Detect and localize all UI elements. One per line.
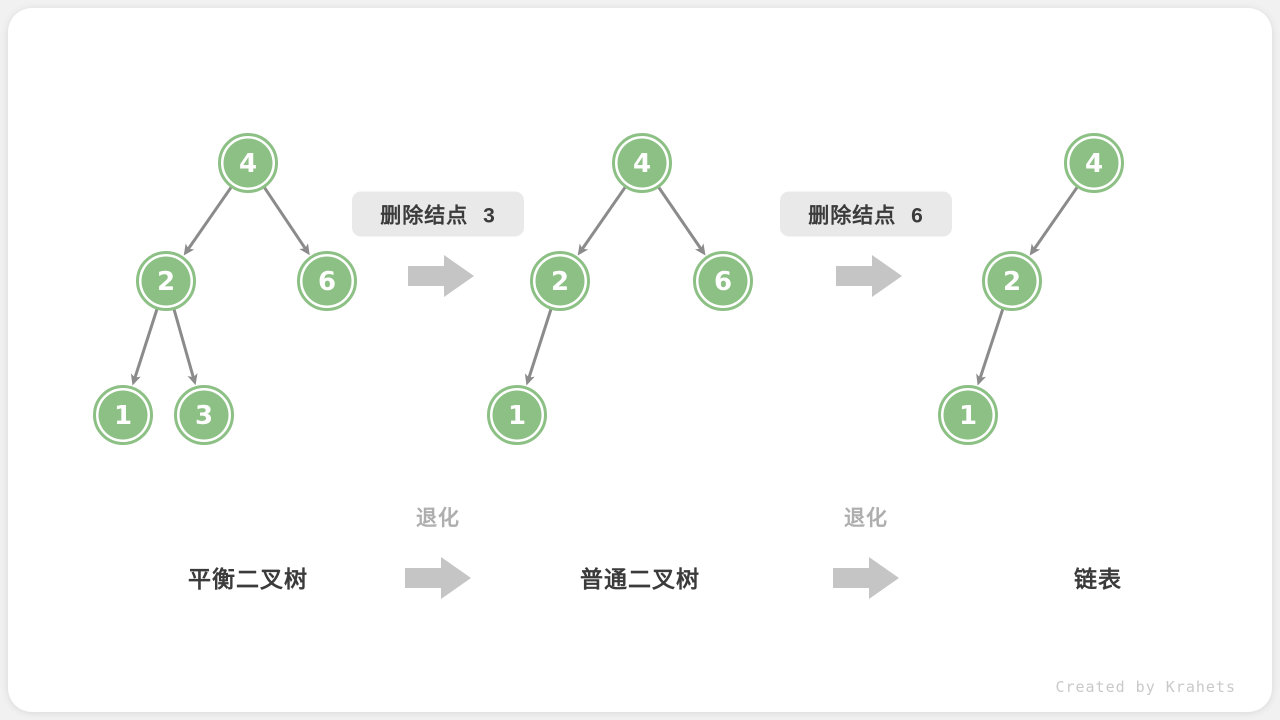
tree-edge-line xyxy=(581,185,627,250)
stage-label-balanced-binary-tree: 平衡二叉树 xyxy=(188,566,308,592)
stage-label-linked-list: 链表 xyxy=(1074,566,1122,592)
tree-node-fill xyxy=(141,256,191,306)
tree-edge-arrowhead xyxy=(524,373,535,386)
tree-node-fill xyxy=(492,390,542,440)
tree-node-value: 4 xyxy=(633,149,651,179)
tree-edge-arrowhead xyxy=(187,373,198,386)
tree-node-value: 3 xyxy=(195,401,213,431)
tree-edge-line xyxy=(133,308,159,379)
tree-node-value: 1 xyxy=(959,401,977,431)
tree-node-fill xyxy=(1069,138,1119,188)
diagram-card xyxy=(8,8,1272,712)
tree-edge-arrowhead xyxy=(130,373,141,386)
tree-edge-arrowhead xyxy=(577,243,589,256)
tree-node-value: 6 xyxy=(318,267,336,297)
tree-node-value: 2 xyxy=(1003,267,1021,297)
block-arrow xyxy=(833,557,899,599)
tree-node-value: 4 xyxy=(1085,149,1103,179)
tree-node-value: 1 xyxy=(114,401,132,431)
tree-node-value: 2 xyxy=(551,267,569,297)
tree-edge-line xyxy=(1033,185,1079,250)
watermark-credit: Created by Krahets xyxy=(1055,678,1236,696)
transition-label-delete-node-3: 删除结点 3 xyxy=(352,191,524,237)
degrade-label-1: 退化 xyxy=(416,507,460,530)
block-arrow xyxy=(405,557,471,599)
tree-edge-arrowhead xyxy=(299,243,310,256)
tree-node-value: 6 xyxy=(714,267,732,297)
tree-edge-line xyxy=(262,186,307,250)
tree-edge-line xyxy=(527,308,553,379)
tree-node-fill xyxy=(179,390,229,440)
transition-label-delete-node-6: 删除结点 6 xyxy=(780,191,952,237)
transition-label-text: 删除结点 3 xyxy=(380,204,496,227)
tree-node-fill xyxy=(535,256,585,306)
tree-node-fill xyxy=(617,138,667,188)
tree-node-fill xyxy=(302,256,352,306)
tree-node-value: 1 xyxy=(508,401,526,431)
tree-edge-arrowhead xyxy=(694,243,706,256)
tree-edge-arrowhead xyxy=(976,373,987,386)
block-arrow xyxy=(836,255,902,297)
stage-label-ordinary-binary-tree: 普通二叉树 xyxy=(580,566,700,592)
tree-node-fill xyxy=(98,390,148,440)
tree-node-fill xyxy=(987,256,1037,306)
transition-label-text: 删除结点 6 xyxy=(808,204,924,227)
tree-node-value: 2 xyxy=(157,267,175,297)
degrade-label-2: 退化 xyxy=(844,507,888,530)
tree-edge-line xyxy=(187,185,233,250)
block-arrow xyxy=(408,255,474,297)
tree-node-fill xyxy=(698,256,748,306)
tree-node-fill xyxy=(223,138,273,188)
tree-node-fill xyxy=(943,390,993,440)
tree-node-value: 4 xyxy=(239,149,257,179)
tree-edge-line xyxy=(172,308,195,378)
tree-edge-arrowhead xyxy=(183,243,195,256)
tree-edge-line xyxy=(978,308,1005,379)
tree-edge-line xyxy=(657,186,703,250)
tree-edge-arrowhead xyxy=(1029,243,1041,256)
